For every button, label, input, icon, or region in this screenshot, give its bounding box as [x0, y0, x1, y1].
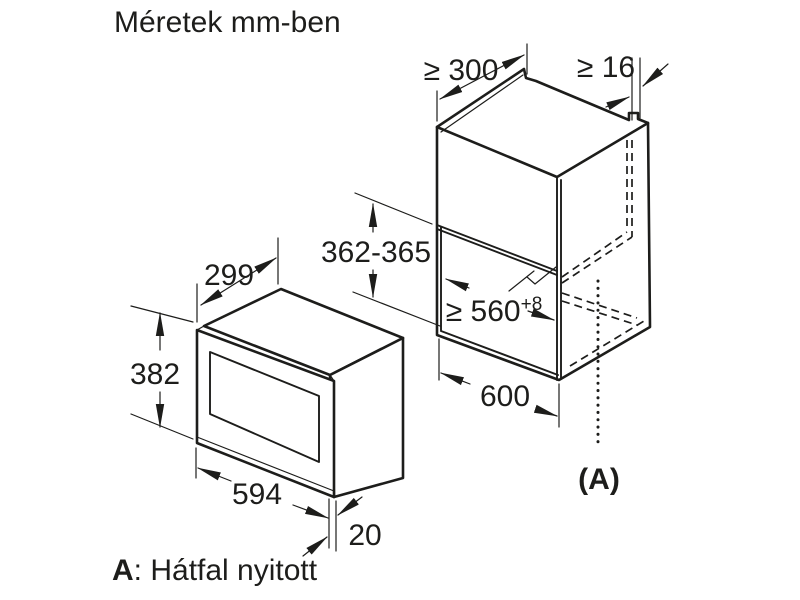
microwave-door-window — [209, 351, 320, 463]
dim-594-label: 594 — [232, 478, 282, 511]
hidden-back-edges — [561, 140, 645, 367]
cabinet-drawing: ≥ 300 ≥ 16 362-365 ≥ 560+8 600 — [321, 43, 669, 496]
microwave-drawing: 382 299 594 20 — [130, 237, 405, 557]
footnote-marker: A — [112, 554, 134, 587]
dim-16-label: ≥ 16 — [577, 51, 635, 84]
dim-560-value: ≥ 560 — [446, 295, 521, 328]
dim-299-label: 299 — [204, 259, 254, 292]
dim-594: 594 — [195, 447, 329, 519]
dim-300: ≥ 300 — [424, 43, 528, 122]
dim-300-label: ≥ 300 — [424, 54, 499, 87]
dim-560-label: ≥ 560+8 — [446, 294, 543, 328]
footnote-text: : Hátfal nyitott — [134, 554, 318, 587]
niche-break-mark — [508, 266, 557, 292]
dim-382: 382 — [130, 305, 194, 440]
dim-362-365-label: 362-365 — [321, 236, 431, 269]
dim-20: 20 — [302, 496, 382, 557]
footnote: A: Hátfal nyitott — [112, 554, 318, 587]
open-back-marker: (A) — [578, 279, 620, 496]
dim-560: ≥ 560+8 — [445, 278, 555, 328]
dim-382-label: 382 — [130, 358, 180, 391]
page-title: Méretek mm-ben — [114, 6, 341, 39]
cabinet-outline — [435, 67, 652, 382]
dim-16: ≥ 16 — [577, 51, 669, 121]
dim-362-365: 362-365 — [321, 192, 441, 327]
open-back-label: (A) — [578, 463, 620, 496]
dim-299: 299 — [196, 237, 279, 323]
microwave-door — [195, 328, 336, 499]
dim-560-tolerance: +8 — [521, 294, 543, 315]
dim-600-label: 600 — [480, 380, 530, 413]
dim-600: 600 — [438, 338, 560, 428]
dim-20-label: 20 — [348, 519, 381, 552]
